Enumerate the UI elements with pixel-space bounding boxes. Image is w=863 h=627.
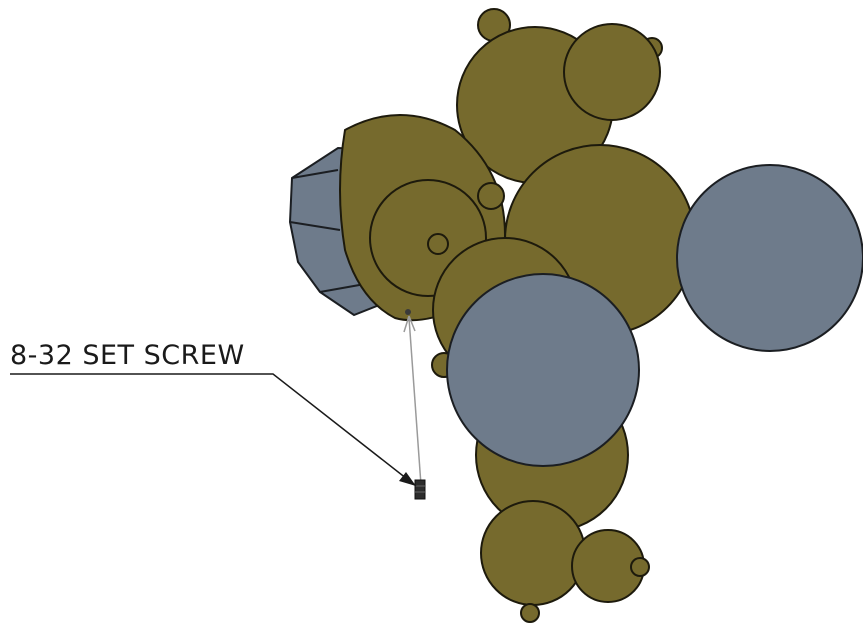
- bottom-knob: [520, 603, 540, 623]
- set-screw: [414, 479, 426, 500]
- set-screw-hole: [405, 309, 411, 315]
- bottom-gear: [480, 500, 586, 606]
- bottom-right-knob: [630, 557, 650, 577]
- center-steel-disc: [446, 273, 640, 467]
- callout-label: 8-32 SET SCREW: [10, 340, 245, 371]
- right-steel-disc: [676, 164, 863, 352]
- callout-leader-line: [10, 373, 417, 487]
- callout-arrowhead: [399, 472, 416, 486]
- explode-arrowhead: [403, 315, 416, 333]
- explode-line: [408, 317, 422, 486]
- hub-side-pin: [477, 182, 505, 210]
- hub-pin: [427, 233, 449, 255]
- top-right-gear: [563, 23, 661, 121]
